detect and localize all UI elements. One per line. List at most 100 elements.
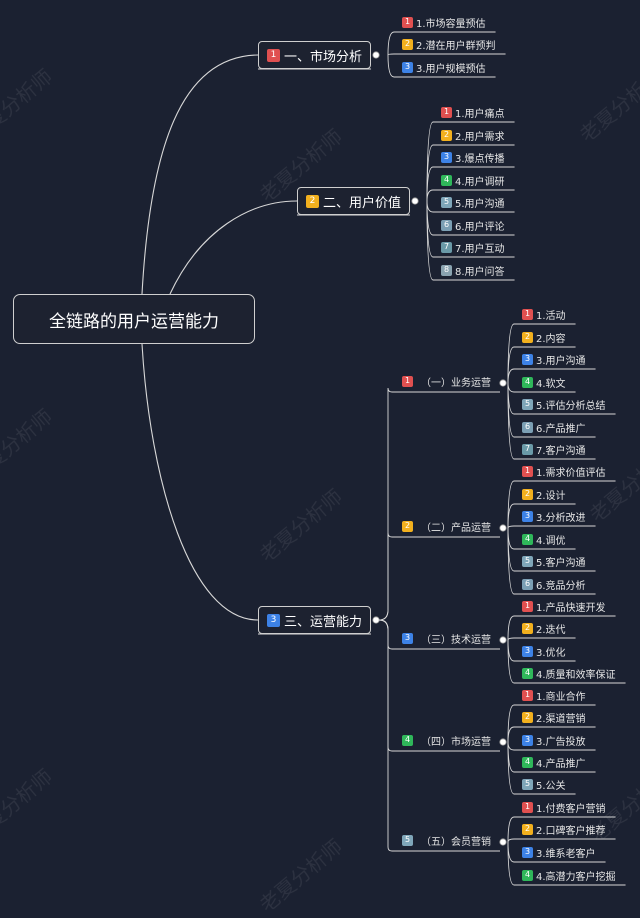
collapse-toggle[interactable] bbox=[499, 738, 507, 746]
leaf-item-label: 5.客户沟通 bbox=[536, 557, 586, 569]
priority-2-icon: 2 bbox=[522, 711, 533, 723]
priority-5-icon: 5 bbox=[522, 778, 533, 790]
leaf-item-label: 3.分析改进 bbox=[536, 512, 586, 524]
connector-line bbox=[507, 527, 515, 550]
leaf-item-label: 2.口碑客户推荐 bbox=[536, 825, 606, 837]
root-topic[interactable]: 全链路的用户运营能力 bbox=[13, 294, 255, 344]
collapse-toggle[interactable] bbox=[499, 636, 507, 644]
sub-topic[interactable]: 3（三）技术运营 bbox=[402, 629, 491, 647]
collapse-toggle[interactable] bbox=[411, 197, 419, 205]
collapse-toggle[interactable] bbox=[499, 838, 507, 846]
priority-2-icon: 2 bbox=[402, 520, 413, 532]
leaf-item-label: 5.用户沟通 bbox=[455, 198, 505, 210]
leaf-item-label: 1.产品快速开发 bbox=[536, 602, 606, 614]
connector-line bbox=[379, 532, 393, 621]
priority-3-icon: 3 bbox=[402, 61, 413, 73]
priority-5-icon: 5 bbox=[441, 196, 452, 208]
priority-3-icon: 3 bbox=[522, 645, 533, 657]
leaf-item-label: 1.用户痛点 bbox=[455, 108, 505, 120]
leaf-item-label: 8.用户问答 bbox=[455, 266, 505, 278]
priority-1-icon: 1 bbox=[522, 801, 533, 813]
branch-topic-label: 二、用户价值 bbox=[323, 195, 402, 211]
priority-4-icon: 4 bbox=[441, 174, 452, 186]
priority-1-icon: 1 bbox=[522, 465, 533, 477]
collapse-toggle[interactable] bbox=[499, 524, 507, 532]
priority-5-icon: 5 bbox=[522, 398, 533, 410]
connector-line bbox=[507, 503, 515, 529]
sub-topic[interactable]: 4（四）市场运营 bbox=[402, 731, 491, 749]
connector-line bbox=[379, 619, 393, 752]
leaf-item-label: 4.调优 bbox=[536, 535, 566, 547]
connector-line bbox=[141, 343, 259, 621]
sub-topic[interactable]: 1（一）业务运营 bbox=[402, 372, 491, 390]
connector-line bbox=[507, 382, 515, 460]
priority-6-icon: 6 bbox=[522, 421, 533, 433]
branch-topic-label: 三、运营能力 bbox=[284, 614, 363, 630]
branch-topic-label: 一、市场分析 bbox=[284, 49, 363, 65]
priority-2-icon: 2 bbox=[522, 823, 533, 835]
sub-topic[interactable]: 5（五）会员营销 bbox=[402, 831, 491, 849]
sub-topic-label: （二）产品运营 bbox=[421, 522, 491, 534]
connector-line bbox=[141, 54, 259, 295]
connector-line bbox=[426, 200, 434, 213]
connector-lines bbox=[141, 31, 626, 886]
priority-3-icon: 3 bbox=[522, 734, 533, 746]
sub-topic-label: （五）会员营销 bbox=[421, 836, 491, 848]
priority-4-icon: 4 bbox=[522, 667, 533, 679]
priority-1-icon: 1 bbox=[522, 600, 533, 612]
collapse-toggle[interactable] bbox=[372, 616, 380, 624]
connector-line bbox=[507, 841, 515, 863]
connector-line bbox=[169, 200, 298, 295]
priority-1-icon: 1 bbox=[522, 689, 533, 701]
leaf-item-label: 2.潜在用户群预判 bbox=[416, 40, 496, 52]
collapse-toggle[interactable] bbox=[372, 51, 380, 59]
sub-topic-label: （四）市场运营 bbox=[421, 736, 491, 748]
connector-line bbox=[507, 527, 515, 595]
sub-topic[interactable]: 2 （二）产品运营 bbox=[402, 517, 491, 535]
connector-line bbox=[507, 816, 515, 843]
leaf-item-label: 2.渠道营销 bbox=[536, 713, 586, 725]
collapse-toggle[interactable] bbox=[499, 379, 507, 387]
priority-3-icon: 3 bbox=[522, 353, 533, 365]
